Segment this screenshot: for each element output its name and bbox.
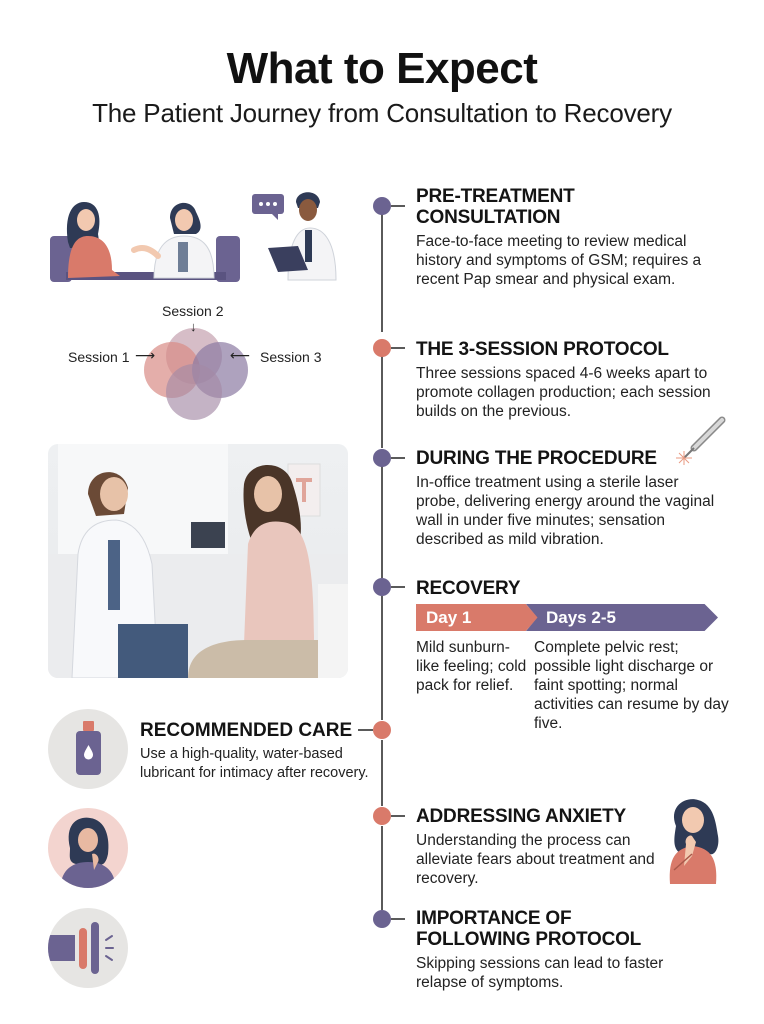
step-recovery: RECOVERY	[416, 578, 736, 599]
worried-woman-avatar-icon	[48, 808, 128, 888]
venn-label-session2: Session 2	[162, 303, 224, 319]
step-body: In-office treatment using a sterile lase…	[416, 474, 715, 548]
timeline-tick	[358, 729, 373, 731]
timeline-line	[381, 214, 383, 332]
timeline-tick	[391, 586, 405, 588]
venn-label-session3: Session 3	[260, 349, 322, 365]
phase-day1-chevron	[416, 604, 538, 631]
step-three-session-protocol: THE 3-SESSION PROTOCOL Three sessions sp…	[416, 339, 736, 421]
step-recommended-care: RECOMMENDED CARE Use a high-quality, wat…	[140, 720, 380, 782]
lubricant-bottle-icon	[48, 709, 128, 789]
timeline-node-consultation	[373, 197, 391, 215]
step-body: Face-to-face meeting to review medical h…	[416, 233, 702, 288]
arrow-left-icon: ⟵	[230, 347, 251, 363]
phase-days2-5-chevron	[526, 604, 718, 631]
step-during-procedure: DURING THE PROCEDURE In-office treatment…	[416, 448, 736, 549]
step-title: THE 3-SESSION PROTOCOL	[416, 339, 669, 360]
step-title: RECOMMENDED CARE	[140, 720, 353, 741]
session-overlap-diagram	[144, 328, 248, 420]
timeline-node-procedure	[373, 449, 391, 467]
arrow-right-icon: ⟶	[135, 347, 156, 363]
megaphone-icon	[48, 908, 128, 988]
venn-label-session1: Session 1	[68, 349, 130, 365]
step-body: Understanding the process can alleviate …	[416, 832, 655, 887]
timeline-tick	[391, 457, 405, 459]
page-title: What to Expect	[226, 44, 538, 93]
step-body: Three sessions spaced 4-6 weeks apart to…	[416, 365, 711, 420]
timeline-tick	[391, 815, 405, 817]
thoughtful-woman-icon	[669, 799, 719, 884]
doctor-patient-photo	[48, 444, 348, 678]
timeline-line	[381, 356, 383, 448]
step-title: DURING THE PROCEDURE	[416, 448, 657, 469]
timeline-node-recovery	[373, 578, 391, 596]
phase-days2-5-label: Days 2-5	[546, 608, 616, 627]
consultation-illustration	[50, 192, 337, 282]
recovery-timeline-bar: Day 1 Days 2-5	[416, 604, 718, 631]
timeline-line	[381, 466, 383, 578]
phase-days2-5-body: Complete pelvic rest; possible light dis…	[534, 639, 729, 732]
step-title: ADDRESSING ANXIETY	[416, 806, 627, 827]
timeline-tick	[391, 347, 405, 349]
page-subtitle: The Patient Journey from Consultation to…	[92, 98, 672, 128]
step-body: Use a high-quality, water-based lubrican…	[140, 746, 369, 781]
timeline-node-care	[373, 721, 391, 739]
step-body: Skipping sessions can lead to faster rel…	[416, 955, 664, 991]
timeline-line	[381, 740, 383, 806]
timeline-line	[381, 596, 383, 720]
timeline-line	[381, 826, 383, 910]
step-addressing-anxiety: ADDRESSING ANXIETY Understanding the pro…	[416, 806, 736, 888]
timeline-tick	[391, 205, 405, 207]
timeline-tick	[391, 918, 405, 920]
laser-probe-icon	[676, 416, 726, 465]
phase-day1-label: Day 1	[426, 608, 472, 627]
phase-day1-body: Mild sunburn-like feeling; cold pack for…	[416, 639, 527, 694]
timeline-node-protocol-importance	[373, 910, 391, 928]
timeline-node-anxiety	[373, 807, 391, 825]
step-title: RECOVERY	[416, 578, 521, 599]
timeline-node-protocol	[373, 339, 391, 357]
arrow-down-icon: ↓	[190, 319, 197, 334]
